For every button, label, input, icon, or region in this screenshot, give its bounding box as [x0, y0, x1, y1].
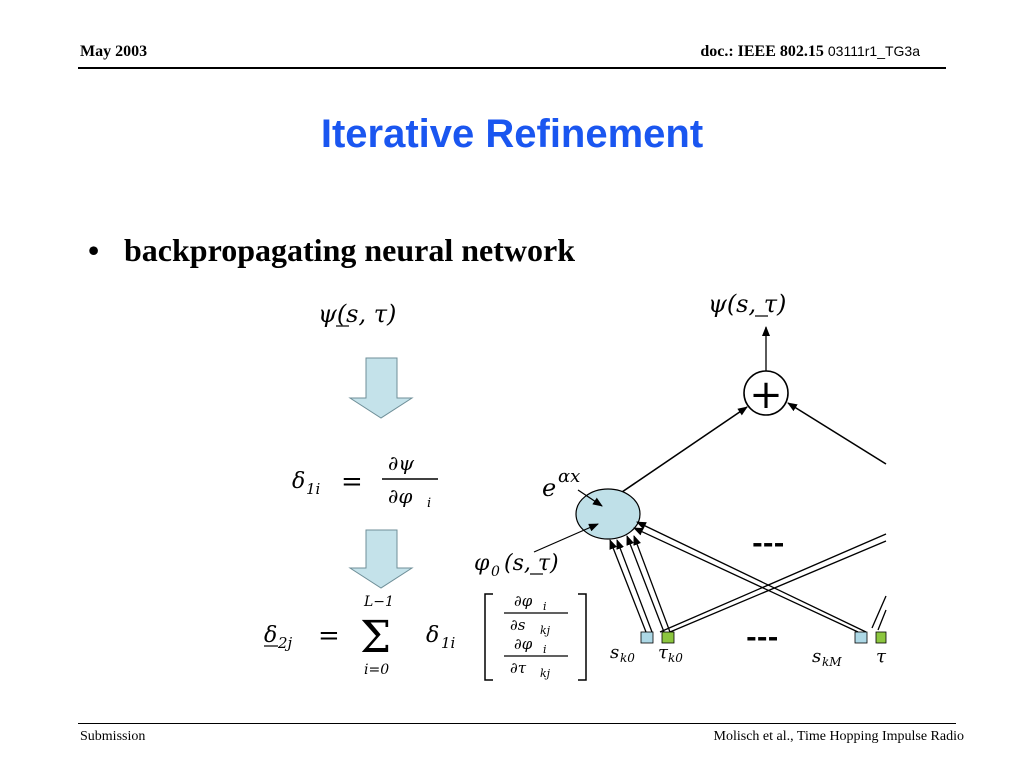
svg-text:δ: δ [264, 623, 277, 648]
down-arrow-2-icon [348, 529, 414, 589]
figure-crop-mask [887, 280, 1024, 700]
bullet-item: • backpropagating neural network [88, 232, 575, 269]
matrix-bracket-right [578, 593, 587, 681]
dots-middle: --- [752, 529, 784, 559]
exp-base: e [542, 474, 556, 502]
svg-text:Σ: Σ [360, 612, 391, 663]
eq-delta2: δ 2j = L−1 Σ i=0 δ 1i ∂φ i ∂s kj ∂φ i ∂τ… [264, 592, 587, 681]
svg-text:∂φ: ∂φ [388, 484, 412, 508]
edge-right-to-sum [787, 402, 887, 465]
phi0-symbol: φ [474, 551, 490, 576]
bullet-dot-icon: • [88, 232, 100, 268]
exp-node [575, 488, 641, 540]
net-output-label: ψ(s, τ) [708, 290, 786, 318]
phi0-label-pointer [533, 523, 599, 553]
label-s-k0: s [610, 642, 619, 663]
footer-rule [78, 723, 956, 724]
footer-left: Submission [80, 729, 146, 744]
footer-right: Molisch et al., Time Hopping Impulse Rad… [713, 729, 964, 744]
svg-text:δ: δ [292, 469, 305, 494]
svg-text:i: i [543, 600, 547, 613]
svg-text:=: = [318, 621, 340, 651]
input-edges [609, 521, 887, 633]
svg-text:kM: kM [822, 655, 842, 669]
exp-label-pointer [577, 489, 603, 507]
svg-text:∂φ: ∂φ [514, 592, 533, 610]
slide-title: Iterative Refinement [320, 112, 704, 156]
svg-text:=: = [341, 467, 363, 497]
svg-text:kj: kj [540, 667, 551, 680]
input-s-kM [854, 631, 868, 644]
eq-delta1: δ 1i = ∂ψ ∂φ i [292, 451, 438, 511]
input-t-kM [875, 631, 887, 644]
exp-power: αx [558, 466, 580, 487]
phi0-sub: 0 [491, 564, 500, 580]
down-arrow-1-icon [348, 357, 414, 419]
svg-text:2j: 2j [277, 634, 293, 652]
label-t-k0: τ [658, 642, 669, 663]
svg-text:1i: 1i [306, 480, 321, 498]
svg-text:L−1: L−1 [363, 594, 394, 610]
input-t-k0 [661, 631, 675, 644]
svg-text:δ: δ [426, 623, 439, 648]
sum-node [743, 370, 789, 416]
doc-id-main: doc.: IEEE 802.15 [700, 43, 824, 60]
edge-node-to-sum [621, 406, 748, 493]
svg-text:∂τ: ∂τ [510, 659, 527, 677]
header-rule [78, 67, 946, 69]
label-s-kM: s [812, 646, 821, 667]
input-s-k0 [640, 631, 654, 644]
svg-text:k0: k0 [668, 651, 683, 665]
eq-psi-top: ψ(s, τ) [318, 300, 396, 328]
svg-text:∂ψ: ∂ψ [388, 451, 414, 475]
svg-text:i=0: i=0 [364, 662, 389, 678]
header-date: May 2003 [80, 43, 148, 60]
svg-text:i: i [427, 496, 431, 511]
sum-node-label: + [749, 372, 783, 418]
svg-text:kj: kj [540, 624, 551, 637]
svg-text:∂s: ∂s [510, 616, 526, 634]
svg-text:k0: k0 [620, 651, 635, 665]
svg-text:i: i [543, 643, 547, 656]
svg-text:1i: 1i [441, 634, 456, 652]
dots-bottom: --- [746, 623, 778, 653]
matrix-bracket-left [484, 593, 493, 681]
doc-id-sub: 03111r1_TG3a [827, 43, 920, 59]
header-doc-id: doc.: IEEE 802.15 03111r1_TG3a [700, 43, 920, 61]
svg-text:∂φ: ∂φ [514, 635, 533, 653]
label-t-kM: τ [876, 646, 887, 667]
phi0-args: (s, τ) [504, 551, 559, 576]
bullet-text: backpropagating neural network [124, 232, 576, 268]
